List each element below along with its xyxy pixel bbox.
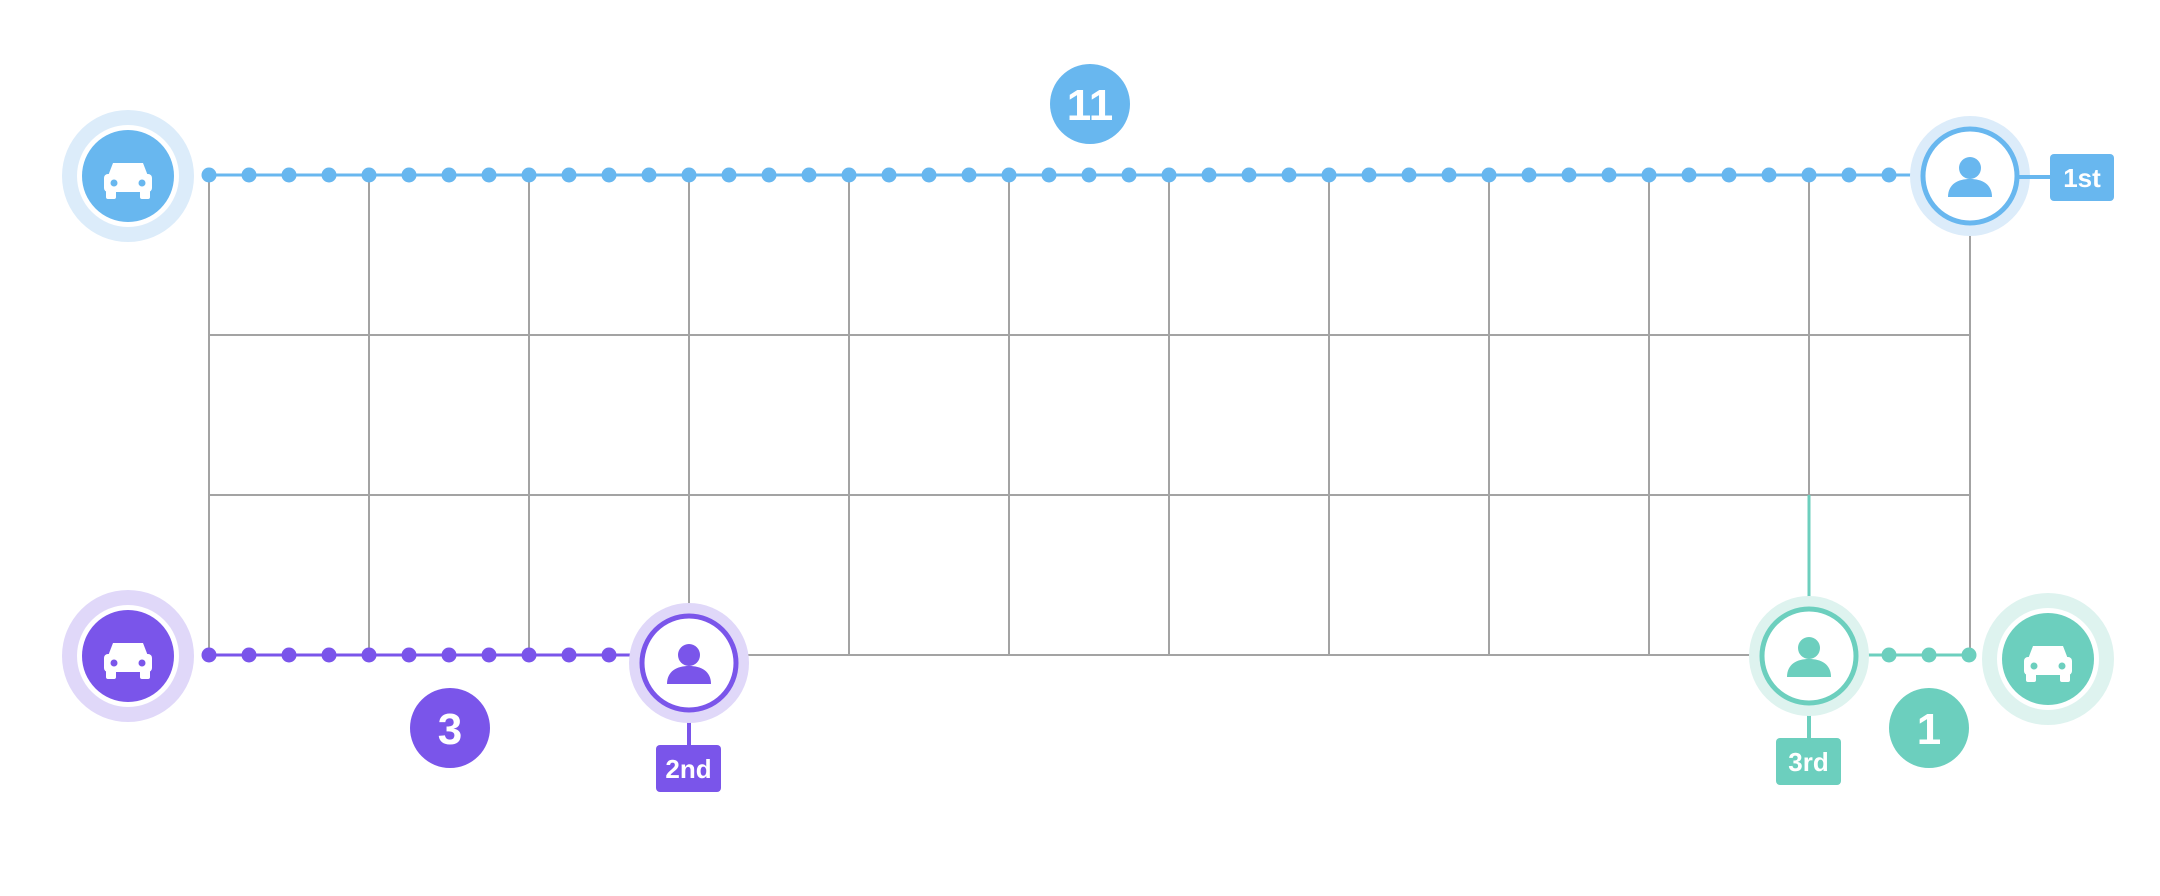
route-blue-dot [1481,167,1497,183]
route-blue-dot [841,167,857,183]
route-blue-path [201,167,1940,183]
route-blue-dot [441,167,457,183]
route-blue-dot [561,167,577,183]
route-blue-dot [1081,167,1097,183]
rank-label-teal: 3rd [1788,747,1828,777]
distance-badge-blue: 11 [1050,64,1130,144]
route-blue-dot [1761,167,1777,183]
route-blue-dot [1201,167,1217,183]
person-marker-teal[interactable] [1749,596,1869,716]
rank-badge-blue: 1st [2050,154,2114,201]
route-purple-dot [321,647,337,663]
route-blue-dot [401,167,417,183]
distance-label-blue: 11 [1067,81,1114,130]
route-blue-dot [721,167,737,183]
route-blue-dot [1601,167,1617,183]
person-icon [1948,157,1992,197]
route-teal-path [1850,647,1977,663]
route-blue-dot [201,167,217,183]
route-blue-dot [1881,167,1897,183]
route-blue-dot [1121,167,1137,183]
route-purple-dot [401,647,417,663]
car-icon [104,643,152,679]
distance-badge-teal: 1 [1889,688,1969,768]
route-blue-dot [1161,167,1177,183]
route-teal-dot [1881,647,1897,663]
route-blue-dot [1041,167,1057,183]
route-purple: 2nd 3 [62,590,749,792]
route-blue-dot [361,167,377,183]
route-teal-dot [1921,647,1937,663]
route-teal-dots [1881,647,1977,663]
distance-label-teal: 1 [1917,705,1941,754]
rank-label-blue: 1st [2063,163,2101,193]
route-blue-dot [1801,167,1817,183]
route-teal: 3rd 1 [1749,495,2114,785]
route-blue-dot [1401,167,1417,183]
route-blue-dot [921,167,937,183]
route-teal-dot [1961,647,1977,663]
route-purple-dot [521,647,537,663]
route-blue-dot [801,167,817,183]
route-blue-dot [281,167,297,183]
route-blue-dot [1361,167,1377,183]
route-blue-dot [521,167,537,183]
route-blue-dot [1001,167,1017,183]
car-icon [2024,646,2072,682]
person-marker-blue[interactable] [1910,116,2030,236]
route-blue-dot [1721,167,1737,183]
route-blue-dot [1281,167,1297,183]
person-icon [667,644,711,684]
route-blue-dot [241,167,257,183]
route-purple-dot [281,647,297,663]
route-blue-dot [1521,167,1537,183]
route-blue-dot [321,167,337,183]
route-blue-dot [1681,167,1697,183]
route-purple-dot [241,647,257,663]
route-blue-dot [1241,167,1257,183]
route-purple-dot [601,647,617,663]
rank-label-purple: 2nd [665,754,711,784]
street-grid [208,174,1971,656]
route-blue: 1st 11 [62,64,2114,242]
route-blue-dot [1841,167,1857,183]
rank-badge-teal: 3rd [1776,738,1841,785]
rank-badge-purple: 2nd [656,745,721,792]
person-marker-purple[interactable] [629,603,749,723]
route-blue-dot [681,167,697,183]
route-purple-dot [441,647,457,663]
route-blue-dot [881,167,897,183]
route-blue-dot [1561,167,1577,183]
route-blue-dots [201,167,1897,183]
route-blue-dot [481,167,497,183]
route-blue-dot [1641,167,1657,183]
route-blue-dot [641,167,657,183]
person-icon [1787,637,1831,677]
route-purple-dots [201,647,617,663]
distance-label-purple: 3 [438,705,462,754]
car-icon [104,163,152,199]
distance-badge-purple: 3 [410,688,490,768]
route-blue-dot [601,167,617,183]
route-purple-dot [561,647,577,663]
car-marker-teal[interactable] [1982,593,2114,725]
route-blue-dot [1441,167,1457,183]
route-blue-dot [961,167,977,183]
route-purple-dot [201,647,217,663]
car-marker-purple[interactable] [62,590,194,722]
route-blue-dot [761,167,777,183]
route-purple-dot [481,647,497,663]
car-marker-blue[interactable] [62,110,194,242]
route-purple-path [201,647,640,663]
route-purple-dot [361,647,377,663]
route-blue-dot [1321,167,1337,183]
